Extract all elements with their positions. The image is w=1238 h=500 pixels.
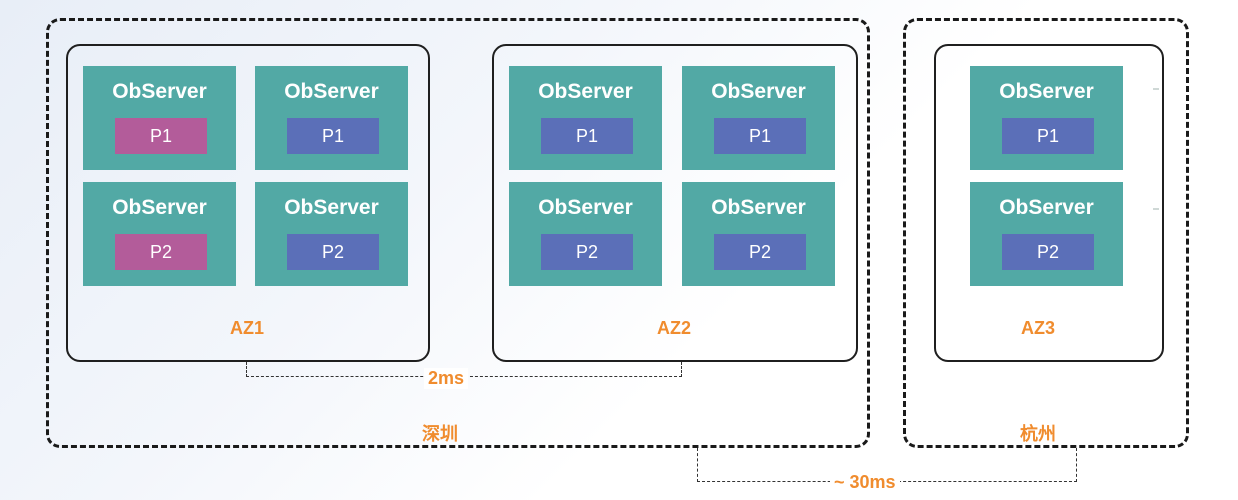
az2-box [492,44,858,362]
observer-az2-2: ObServer P1 [682,66,835,170]
az3-label: AZ3 [1021,318,1056,338]
observer-title: ObServer [112,80,207,103]
partition-p2: P2 [1002,234,1094,270]
partition-p1-leader: P1 [115,118,207,154]
az1-box [66,44,430,362]
latency-label-intra: 2ms [424,368,469,389]
region-label-hangzhou: 杭州 [1020,424,1056,444]
observer-title: ObServer [711,80,806,103]
observer-az2-3: ObServer P2 [509,182,662,286]
observer-title: ObServer [999,196,1094,219]
observer-az2-4: ObServer P2 [682,182,835,286]
partition-p1: P1 [1002,118,1094,154]
partition-p1: P1 [541,118,633,154]
observer-az3-2: ObServer P2 [970,182,1123,286]
region-shenzhen [46,18,870,448]
edge-tick [1153,208,1159,210]
observer-title: ObServer [284,80,379,103]
region-hangzhou [903,18,1189,448]
partition-p2: P2 [541,234,633,270]
partition-p2: P2 [714,234,806,270]
observer-az2-1: ObServer P1 [509,66,662,170]
region-label-shenzhen: 深圳 [422,424,458,444]
az1-label: AZ1 [230,318,265,338]
observer-title: ObServer [538,196,633,219]
observer-az3-1: ObServer P1 [970,66,1123,170]
observer-title: ObServer [999,80,1094,103]
observer-az1-3: ObServer P2 [83,182,236,286]
observer-title: ObServer [538,80,633,103]
observer-az1-2: ObServer P1 [255,66,408,170]
partition-p2-leader: P2 [115,234,207,270]
observer-az1-1: ObServer P1 [83,66,236,170]
observer-title: ObServer [284,196,379,219]
partition-p1: P1 [287,118,379,154]
observer-az1-4: ObServer P2 [255,182,408,286]
observer-title: ObServer [711,196,806,219]
observer-title: ObServer [112,196,207,219]
edge-tick [1153,88,1159,90]
partition-p1: P1 [714,118,806,154]
partition-p2: P2 [287,234,379,270]
latency-label-inter: ~ 30ms [830,472,900,493]
az2-label: AZ2 [657,318,692,338]
az3-box [934,44,1164,362]
